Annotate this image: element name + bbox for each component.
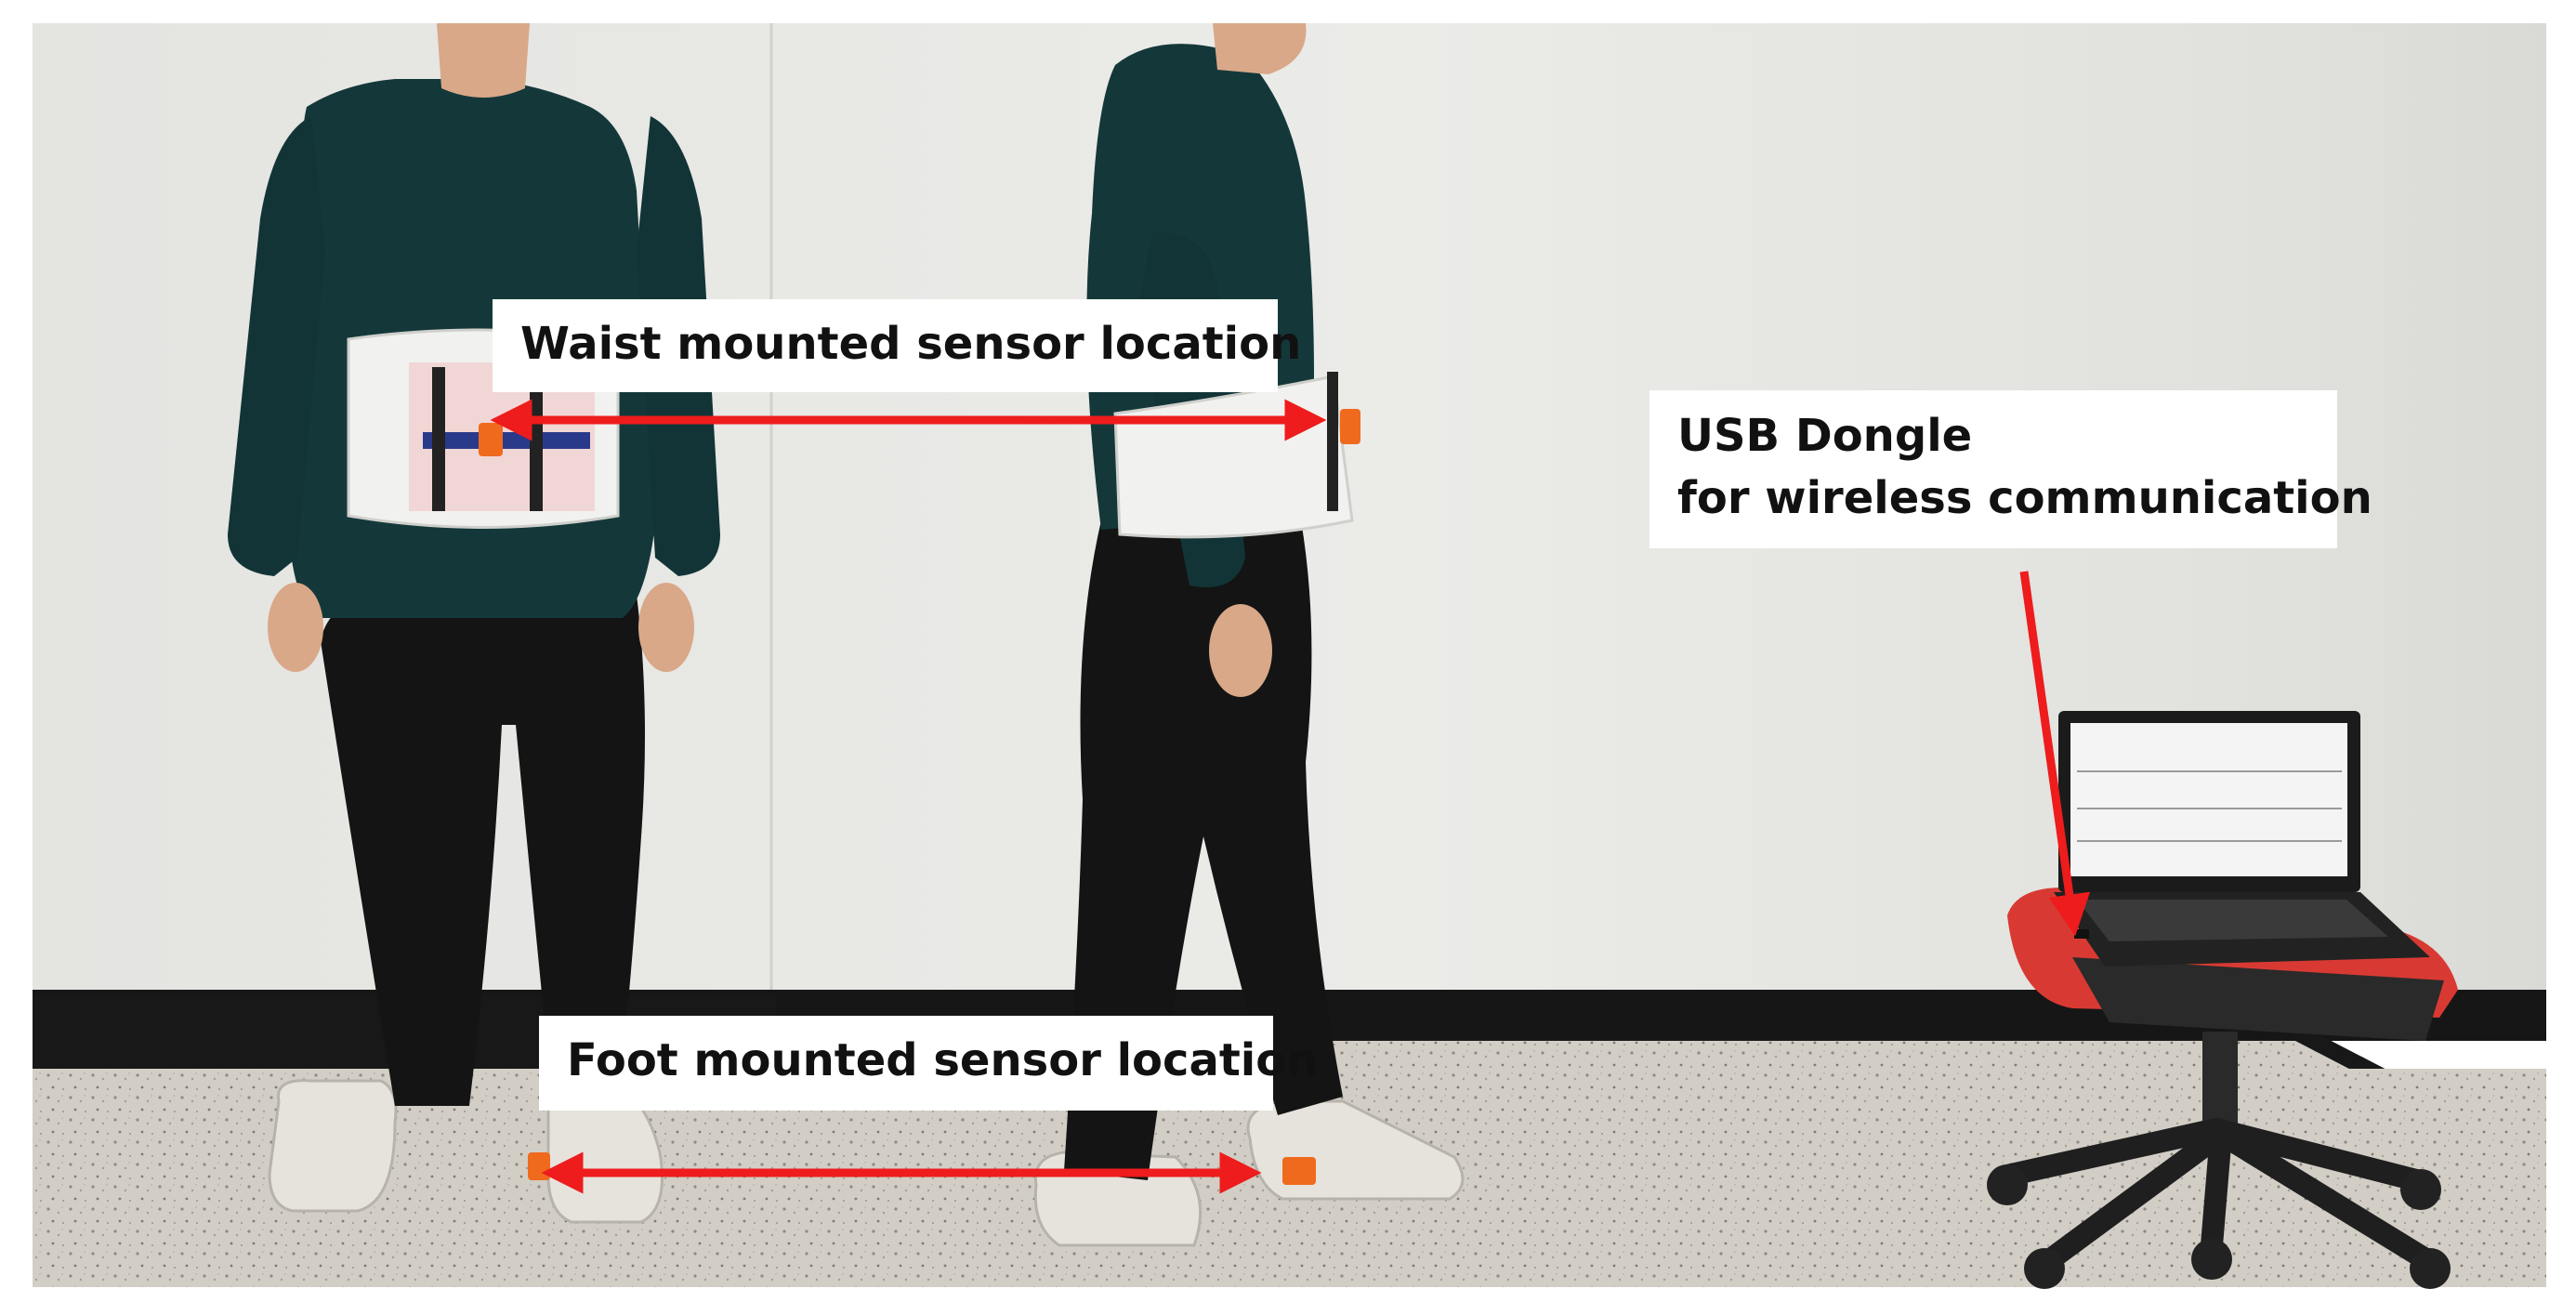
neck bbox=[437, 23, 530, 98]
side-pants bbox=[1064, 520, 1343, 1180]
laptop-screen bbox=[2070, 723, 2347, 876]
laptop-keyboard bbox=[2077, 900, 2388, 941]
foot-sensor-front bbox=[528, 1152, 550, 1180]
chair-post bbox=[2202, 1032, 2238, 1134]
chair-wheel bbox=[1987, 1164, 2028, 1205]
side-neck bbox=[1213, 23, 1307, 74]
foot-sensor-side bbox=[1282, 1157, 1316, 1185]
usb-label-line2: for wireless communication bbox=[1677, 472, 2372, 525]
laptop bbox=[2054, 711, 2430, 967]
person-front-view bbox=[228, 23, 720, 1224]
usb-arrow bbox=[2019, 571, 2091, 937]
side-hand bbox=[1209, 604, 1272, 697]
chair-seat-underside bbox=[2072, 957, 2444, 1041]
chair-wheel bbox=[2024, 1248, 2065, 1289]
pants bbox=[321, 595, 645, 1106]
foot-sensor-label: Foot mounted sensor location bbox=[539, 1016, 1318, 1111]
left-shoe bbox=[268, 1079, 398, 1213]
belt-strap bbox=[423, 432, 590, 449]
usb-dongle-label: USB Dongle for wireless communication bbox=[1649, 390, 2372, 548]
waist-sensor-side bbox=[1340, 409, 1360, 444]
waist-sensor-label: Waist mounted sensor location bbox=[493, 299, 1301, 392]
left-arm bbox=[228, 116, 325, 576]
usb-dongle bbox=[2074, 929, 2089, 939]
right-hand bbox=[638, 583, 694, 672]
chair-wheel bbox=[2191, 1239, 2232, 1280]
belt-vertical-strap-left bbox=[432, 367, 445, 511]
side-belt-strap bbox=[1327, 372, 1338, 511]
chair-wheel bbox=[2400, 1169, 2441, 1210]
waist-sensor-front bbox=[479, 423, 503, 456]
left-hand bbox=[268, 583, 323, 672]
chair-base bbox=[1996, 1117, 2437, 1275]
chair-wheel bbox=[2410, 1248, 2451, 1289]
usb-label-line1: USB Dongle bbox=[1677, 410, 1973, 462]
